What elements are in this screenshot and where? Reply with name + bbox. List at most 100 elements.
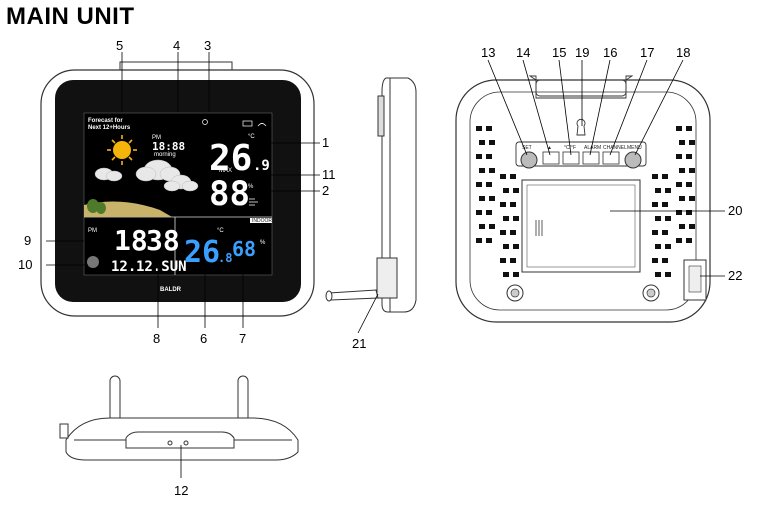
callout-7: 7: [239, 331, 246, 346]
vent-slot: [676, 154, 682, 159]
vent-slot: [510, 258, 516, 263]
vent-slot: [652, 230, 658, 235]
vent-slot: [489, 168, 495, 173]
front-top-tab: [119, 61, 233, 70]
moon-phase-icon: [87, 256, 99, 268]
up-button[interactable]: [542, 151, 560, 165]
vent-slot: [500, 202, 506, 207]
callout-10: 10: [18, 257, 32, 272]
callout-17: 17: [640, 45, 654, 60]
forecast-line2: Next 12+Hours: [88, 125, 131, 131]
max-label: MAX: [219, 168, 232, 174]
clock-hour: 18: [114, 224, 148, 257]
small-clock: 18:88: [152, 140, 185, 153]
vent-slot: [486, 238, 492, 243]
clock-minute: 38: [146, 224, 180, 257]
side-view: [325, 77, 417, 313]
top-button-2[interactable]: [183, 440, 189, 446]
vent-slot: [489, 140, 495, 145]
battery-icon: [242, 120, 253, 127]
vent-slot: [665, 216, 671, 221]
vent-slot: [652, 202, 658, 207]
top-view: [59, 375, 299, 461]
stand-hinge: [376, 257, 398, 299]
vent-slot: [686, 154, 692, 159]
vent-slot: [689, 168, 695, 173]
vent-slot: [479, 168, 485, 173]
vent-slot: [655, 216, 661, 221]
battery-compartment[interactable]: [521, 179, 641, 273]
callout-5: 5: [116, 38, 123, 53]
vent-slot: [665, 188, 671, 193]
battery-latch-icon: [535, 220, 543, 236]
outdoor-temperature-decimal: .9: [253, 158, 270, 174]
vent-slot: [665, 272, 671, 277]
vent-slot: [655, 272, 661, 277]
callout-14: 14: [516, 45, 530, 60]
clock-day: 12.SUN: [136, 259, 187, 275]
side-port: [377, 95, 385, 137]
refresh-icon: [202, 119, 208, 125]
menu-button[interactable]: [624, 151, 642, 169]
top-side-button: [59, 423, 69, 439]
callout-16: 16: [603, 45, 617, 60]
vent-slot: [486, 126, 492, 131]
menu-label: MENU: [627, 145, 642, 151]
vent-slot: [662, 202, 668, 207]
stand-leg: [328, 289, 379, 301]
vent-slot: [476, 154, 482, 159]
vent-slot: [479, 224, 485, 229]
vent-slot: [686, 182, 692, 187]
page-title: MAIN UNIT: [6, 3, 135, 30]
brand-logo: BALDR: [160, 287, 182, 293]
back-handle-slot: [535, 79, 627, 97]
vent-slot: [510, 202, 516, 207]
antenna-left: [109, 375, 121, 423]
alarm-button[interactable]: [582, 151, 600, 165]
vent-slot: [503, 188, 509, 193]
battery-cover: [526, 184, 636, 268]
vent-slot: [476, 126, 482, 131]
leader-lines: [46, 52, 725, 478]
set-button[interactable]: [520, 151, 538, 169]
cloud-icon: [94, 159, 199, 192]
vent-slot: [662, 174, 668, 179]
channel-button[interactable]: [602, 151, 620, 165]
sun-icon: [107, 135, 137, 165]
indoor-humidity-unit: %: [260, 240, 266, 246]
vent-slot: [510, 230, 516, 235]
outdoor-temp-unit: °C: [248, 134, 255, 140]
set-label: SET: [522, 145, 532, 151]
vent-slots: [476, 126, 695, 277]
snooze-light-button[interactable]: [167, 440, 173, 446]
vent-slot: [665, 244, 671, 249]
back-top-handle: [528, 75, 634, 99]
lcd-screen: [83, 112, 273, 276]
vent-slot: [679, 168, 685, 173]
antenna-right: [237, 375, 249, 423]
vent-slot: [500, 230, 506, 235]
vent-slot: [676, 182, 682, 187]
vent-slot: [686, 238, 692, 243]
back-inner-frame: [469, 91, 697, 311]
callout-18: 18: [676, 45, 690, 60]
channel-label: CHANNEL: [603, 145, 627, 151]
vent-slot: [489, 224, 495, 229]
indoor-tag: [250, 218, 272, 223]
vent-slot: [503, 216, 509, 221]
vent-slot: [679, 196, 685, 201]
vent-slot: [655, 188, 661, 193]
vent-slot: [500, 258, 506, 263]
clock-date: 12.: [111, 259, 136, 275]
vent-slot: [476, 238, 482, 243]
callout-2: 2: [322, 183, 329, 198]
vent-slot: [686, 210, 692, 215]
clock-pm: PM: [88, 228, 97, 234]
callout-6: 6: [200, 331, 207, 346]
outdoor-humidity: 88: [209, 174, 250, 214]
callout-8: 8: [153, 331, 160, 346]
callout-4: 4: [173, 38, 180, 53]
vent-slot: [503, 244, 509, 249]
callout-1: 1: [322, 135, 329, 150]
